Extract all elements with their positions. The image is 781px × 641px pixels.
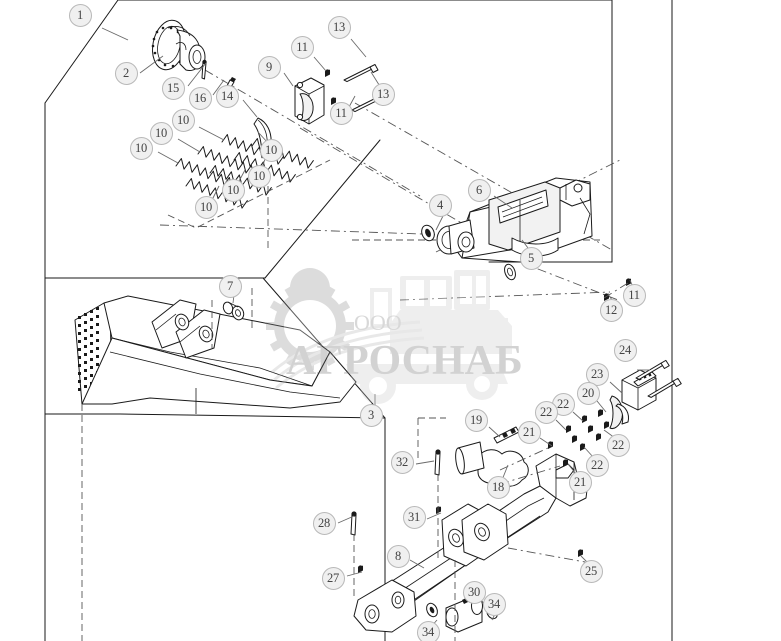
callout-20: 20 — [576, 381, 600, 405]
leader-line-9 — [283, 72, 294, 87]
leader-line-32 — [415, 460, 435, 465]
leader-line-14 — [242, 99, 258, 118]
callout-14: 14 — [215, 84, 239, 108]
leader-line-19 — [488, 426, 501, 438]
part-ring-4 — [421, 224, 435, 242]
leader-line-22 — [555, 419, 567, 431]
leader-line-10 — [157, 151, 179, 164]
callout-30: 30 — [462, 580, 486, 604]
part-stud-28 — [350, 511, 357, 536]
callout-11: 11 — [290, 35, 314, 59]
callout-10: 10 — [149, 121, 173, 145]
callout-10: 10 — [194, 195, 218, 219]
callout-10: 10 — [129, 136, 153, 160]
callout-15: 15 — [161, 76, 185, 100]
leader-line-15 — [187, 62, 207, 87]
callout-7: 7 — [218, 274, 242, 298]
callout-27: 27 — [321, 566, 345, 590]
callout-21: 21 — [568, 470, 592, 494]
callout-11: 11 — [329, 101, 353, 125]
callout-9: 9 — [257, 55, 281, 79]
callout-21: 21 — [517, 420, 541, 444]
callout-12: 12 — [599, 298, 623, 322]
callout-6: 6 — [467, 178, 491, 202]
callout-25: 25 — [579, 559, 603, 583]
callout-4: 4 — [428, 193, 452, 217]
callout-16: 16 — [188, 86, 212, 110]
callout-3: 3 — [359, 403, 383, 427]
callout-10: 10 — [259, 138, 283, 162]
callout-8: 8 — [386, 544, 410, 568]
callout-18: 18 — [486, 475, 510, 499]
leader-line-22 — [572, 411, 584, 422]
callout-22: 22 — [585, 453, 609, 477]
leader-line-28 — [337, 515, 355, 524]
callout-34: 34 — [482, 592, 506, 616]
part-clamp-9 — [294, 77, 325, 125]
part-knuckle-18 — [455, 441, 529, 487]
callout-32: 32 — [390, 450, 414, 474]
leader-line-1 — [101, 27, 129, 41]
part-bracket-23 — [615, 369, 657, 425]
part-hub-2 — [151, 19, 206, 71]
leader-line-8 — [409, 559, 425, 569]
callout-24: 24 — [613, 338, 637, 362]
leader-line-31 — [426, 512, 442, 520]
part-stud-32 — [434, 449, 441, 476]
leader-line-10 — [198, 126, 225, 141]
leader-line-13 — [350, 38, 367, 58]
leader-line-6 — [493, 195, 513, 209]
callout-1: 1 — [68, 3, 92, 27]
callout-11: 11 — [622, 283, 646, 307]
leader-line-20 — [596, 400, 607, 413]
callout-31: 31 — [402, 505, 426, 529]
callout-34: 34 — [416, 620, 440, 641]
part-arm-8 — [353, 453, 589, 633]
part-beam-3 — [74, 295, 357, 414]
callout-10: 10 — [171, 108, 195, 132]
leader-line-27 — [346, 571, 363, 577]
callout-28: 28 — [312, 511, 336, 535]
part-hub-5 — [436, 219, 516, 281]
callout-5: 5 — [519, 246, 543, 270]
callout-13: 13 — [371, 82, 395, 106]
leader-line-21 — [539, 437, 553, 447]
leader-line-4 — [435, 215, 444, 231]
part-cover-6 — [455, 177, 593, 263]
callout-2: 2 — [114, 61, 138, 85]
part-bushing-7 — [222, 301, 245, 321]
callout-22: 22 — [606, 433, 630, 457]
callout-19: 19 — [464, 408, 488, 432]
callout-22: 22 — [534, 400, 558, 424]
leader-line-23 — [609, 381, 623, 394]
leader-line-11 — [313, 56, 327, 72]
leader-line-10 — [177, 138, 201, 153]
callout-10: 10 — [247, 164, 271, 188]
leader-line-2 — [139, 55, 164, 74]
callout-10: 10 — [221, 178, 245, 202]
callout-13: 13 — [327, 15, 351, 39]
